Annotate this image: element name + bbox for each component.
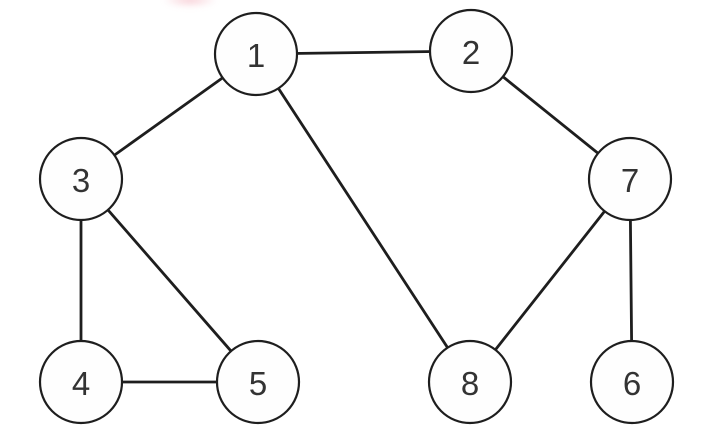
edge-7-8 bbox=[468, 177, 632, 384]
node-circle-5 bbox=[215, 339, 301, 425]
node-label-7: 7 bbox=[621, 162, 639, 199]
node-circle-8 bbox=[427, 339, 513, 425]
edges-layer bbox=[79, 49, 634, 384]
node-1: 1 bbox=[213, 11, 299, 97]
node-label-8: 8 bbox=[461, 365, 479, 402]
node-circle-6 bbox=[589, 339, 675, 425]
node-label-4: 4 bbox=[72, 365, 90, 402]
node-label-1: 1 bbox=[247, 37, 265, 74]
node-label-3: 3 bbox=[72, 162, 90, 199]
node-label-5: 5 bbox=[249, 365, 267, 402]
node-label-6: 6 bbox=[623, 365, 641, 402]
node-circle-4 bbox=[38, 339, 124, 425]
node-6: 6 bbox=[589, 339, 675, 425]
nodes-layer: 1 2 3 4 5 6 7 8 bbox=[38, 8, 675, 425]
node-4: 4 bbox=[38, 339, 124, 425]
node-circle-7 bbox=[587, 136, 673, 222]
node-circle-3 bbox=[38, 136, 124, 222]
node-3: 3 bbox=[38, 136, 124, 222]
edge-1-8 bbox=[254, 52, 472, 384]
node-8: 8 bbox=[427, 339, 513, 425]
node-7: 7 bbox=[587, 136, 673, 222]
edge-3-5 bbox=[79, 177, 260, 384]
node-5: 5 bbox=[215, 339, 301, 425]
node-circle-2 bbox=[428, 8, 514, 94]
node-label-2: 2 bbox=[462, 34, 480, 71]
node-circle-1 bbox=[213, 11, 299, 97]
node-2: 2 bbox=[428, 8, 514, 94]
